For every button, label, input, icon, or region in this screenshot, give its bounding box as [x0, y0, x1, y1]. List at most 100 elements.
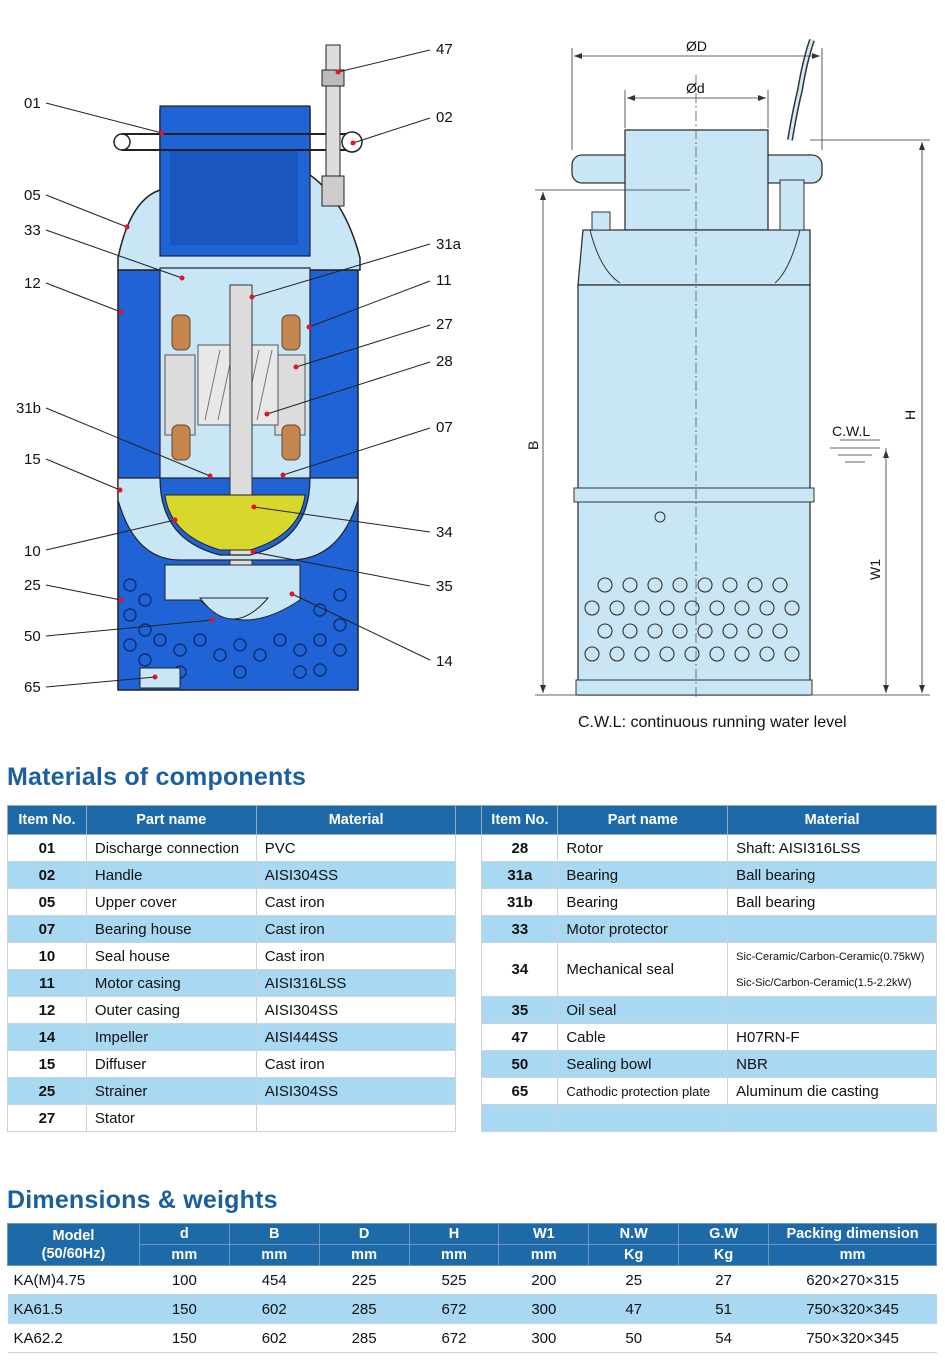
- header-d: d: [138, 1223, 230, 1245]
- part-name: Upper cover: [85, 888, 257, 916]
- part-name: Strainer: [85, 1077, 257, 1105]
- callout-33: 33: [24, 222, 41, 239]
- material: Cast iron: [255, 888, 457, 916]
- callout-10: 10: [24, 543, 41, 560]
- table-row: 14 Impeller AISI444SS 47 Cable H07RN-F: [7, 1023, 937, 1051]
- unit-GW: Kg: [678, 1244, 770, 1266]
- header-W1: W1: [498, 1223, 590, 1245]
- part-name: Mechanical seal: [557, 942, 729, 997]
- callout-31a: 31a: [436, 236, 462, 253]
- callout-34: 34: [436, 524, 453, 541]
- part-name: Motor casing: [85, 969, 257, 997]
- header-material: Material: [255, 805, 457, 835]
- material: Cast iron: [255, 942, 457, 970]
- value-cell: 200: [498, 1265, 589, 1295]
- value-cell: 672: [409, 1294, 499, 1324]
- value-cell: 100: [139, 1265, 230, 1295]
- table-row: 25 Strainer AISI304SS 65 Cathodic protec…: [7, 1077, 937, 1105]
- value-cell: 602: [229, 1294, 320, 1324]
- value-cell: 285: [319, 1323, 410, 1353]
- table-row: 12 Outer casing AISI304SS 35 Oil seal: [7, 996, 937, 1024]
- unit-H: mm: [408, 1244, 500, 1266]
- table-row: 01 Discharge connection PVC 28 Rotor Sha…: [7, 834, 937, 862]
- value-cell: 300: [498, 1294, 589, 1324]
- callout-15: 15: [24, 451, 41, 468]
- column-gap: [455, 1104, 483, 1132]
- part-name: Sealing bowl: [557, 1050, 729, 1078]
- value-cell: 602: [229, 1323, 320, 1353]
- header-part-name: Part name: [85, 805, 257, 835]
- material: AISI304SS: [255, 861, 457, 889]
- material-line-2: Sic-Sic/Carbon-Ceramic(1.5-2.2kW): [736, 976, 912, 989]
- unit-packing: mm: [768, 1244, 937, 1266]
- material: Cast iron: [255, 915, 457, 943]
- item-no: 31a: [481, 861, 559, 889]
- column-gap: [455, 861, 483, 889]
- value-cell: 50: [588, 1323, 679, 1353]
- value-cell: 750×320×345: [768, 1323, 937, 1353]
- callout-47: 47: [436, 41, 453, 58]
- material: [727, 915, 937, 943]
- column-gap: [455, 942, 483, 970]
- part-name: Handle: [85, 861, 257, 889]
- column-gap: [455, 888, 483, 916]
- item-no: 11: [7, 969, 87, 997]
- value-cell: 25: [588, 1265, 679, 1295]
- callout-28: 28: [436, 353, 453, 370]
- value-cell: 285: [319, 1294, 410, 1324]
- part-name: Bearing house: [85, 915, 257, 943]
- column-gap: [455, 915, 483, 943]
- materials-title: Materials of components: [7, 763, 307, 791]
- item-no: 05: [7, 888, 87, 916]
- material: AISI444SS: [255, 1023, 457, 1051]
- dim-H-label: H: [902, 410, 918, 420]
- dim-D-label: ØD: [686, 38, 707, 54]
- column-gap: [455, 1050, 483, 1078]
- header-packing: Packing dimension: [768, 1223, 937, 1245]
- dimensions-title: Dimensions & weights: [7, 1186, 278, 1214]
- table-row: KA61.5 150 602 285 672 300 47 51 750×320…: [7, 1294, 937, 1324]
- cwl-mark: C.W.L: [832, 423, 870, 439]
- unit-W1: mm: [498, 1244, 590, 1266]
- value-cell: 454: [229, 1265, 320, 1295]
- model-label: Model: [52, 1227, 95, 1244]
- part-name: Cathodic protection plate: [557, 1077, 729, 1105]
- item-no: 65: [481, 1077, 559, 1105]
- value-cell: 750×320×345: [768, 1294, 937, 1324]
- dim-W1-label: W1: [867, 559, 883, 580]
- item-no: 27: [7, 1104, 87, 1132]
- part-name: Impeller: [85, 1023, 257, 1051]
- part-name: Bearing: [557, 888, 729, 916]
- header-H: H: [408, 1223, 500, 1245]
- material: [727, 996, 937, 1024]
- materials-header-row: Item No. Part name Material Item No. Par…: [7, 805, 937, 835]
- callout-14: 14: [436, 653, 453, 670]
- item-no: 10: [7, 942, 87, 970]
- callout-07: 07: [436, 419, 453, 436]
- header-GW: G.W: [678, 1223, 770, 1245]
- value-cell: 150: [139, 1294, 230, 1324]
- item-no: 33: [481, 915, 559, 943]
- unit-NW: Kg: [588, 1244, 680, 1266]
- part-name: Seal house: [85, 942, 257, 970]
- cwl-note: C.W.L: continuous running water level: [578, 714, 847, 731]
- model-cell: KA(M)4.75: [7, 1265, 140, 1295]
- table-row: 15 Diffuser Cast iron 50 Sealing bowl NB…: [7, 1050, 937, 1078]
- dims-units-row: mm mm mm mm mm Kg Kg mm: [8, 1244, 937, 1266]
- value-cell: 300: [498, 1323, 589, 1353]
- item-no: 01: [7, 834, 87, 862]
- part-name: Bearing: [557, 861, 729, 889]
- item-no: 34: [481, 942, 559, 997]
- header-B: B: [228, 1223, 320, 1245]
- callout-25: 25: [24, 577, 41, 594]
- callout-50: 50: [24, 628, 41, 645]
- material: AISI304SS: [255, 996, 457, 1024]
- table-row: 02 Handle AISI304SS 31a Bearing Ball bea…: [7, 861, 937, 889]
- dim-B-label: B: [525, 441, 541, 450]
- item-no: 35: [481, 996, 559, 1024]
- header-model: Model(50/60Hz): [7, 1223, 140, 1266]
- table-row: 27 Stator: [7, 1104, 937, 1132]
- material-line-1: Sic-Ceramic/Carbon-Ceramic(0.75kW): [736, 950, 925, 963]
- item-no: 50: [481, 1050, 559, 1078]
- callout-27: 27: [436, 316, 453, 333]
